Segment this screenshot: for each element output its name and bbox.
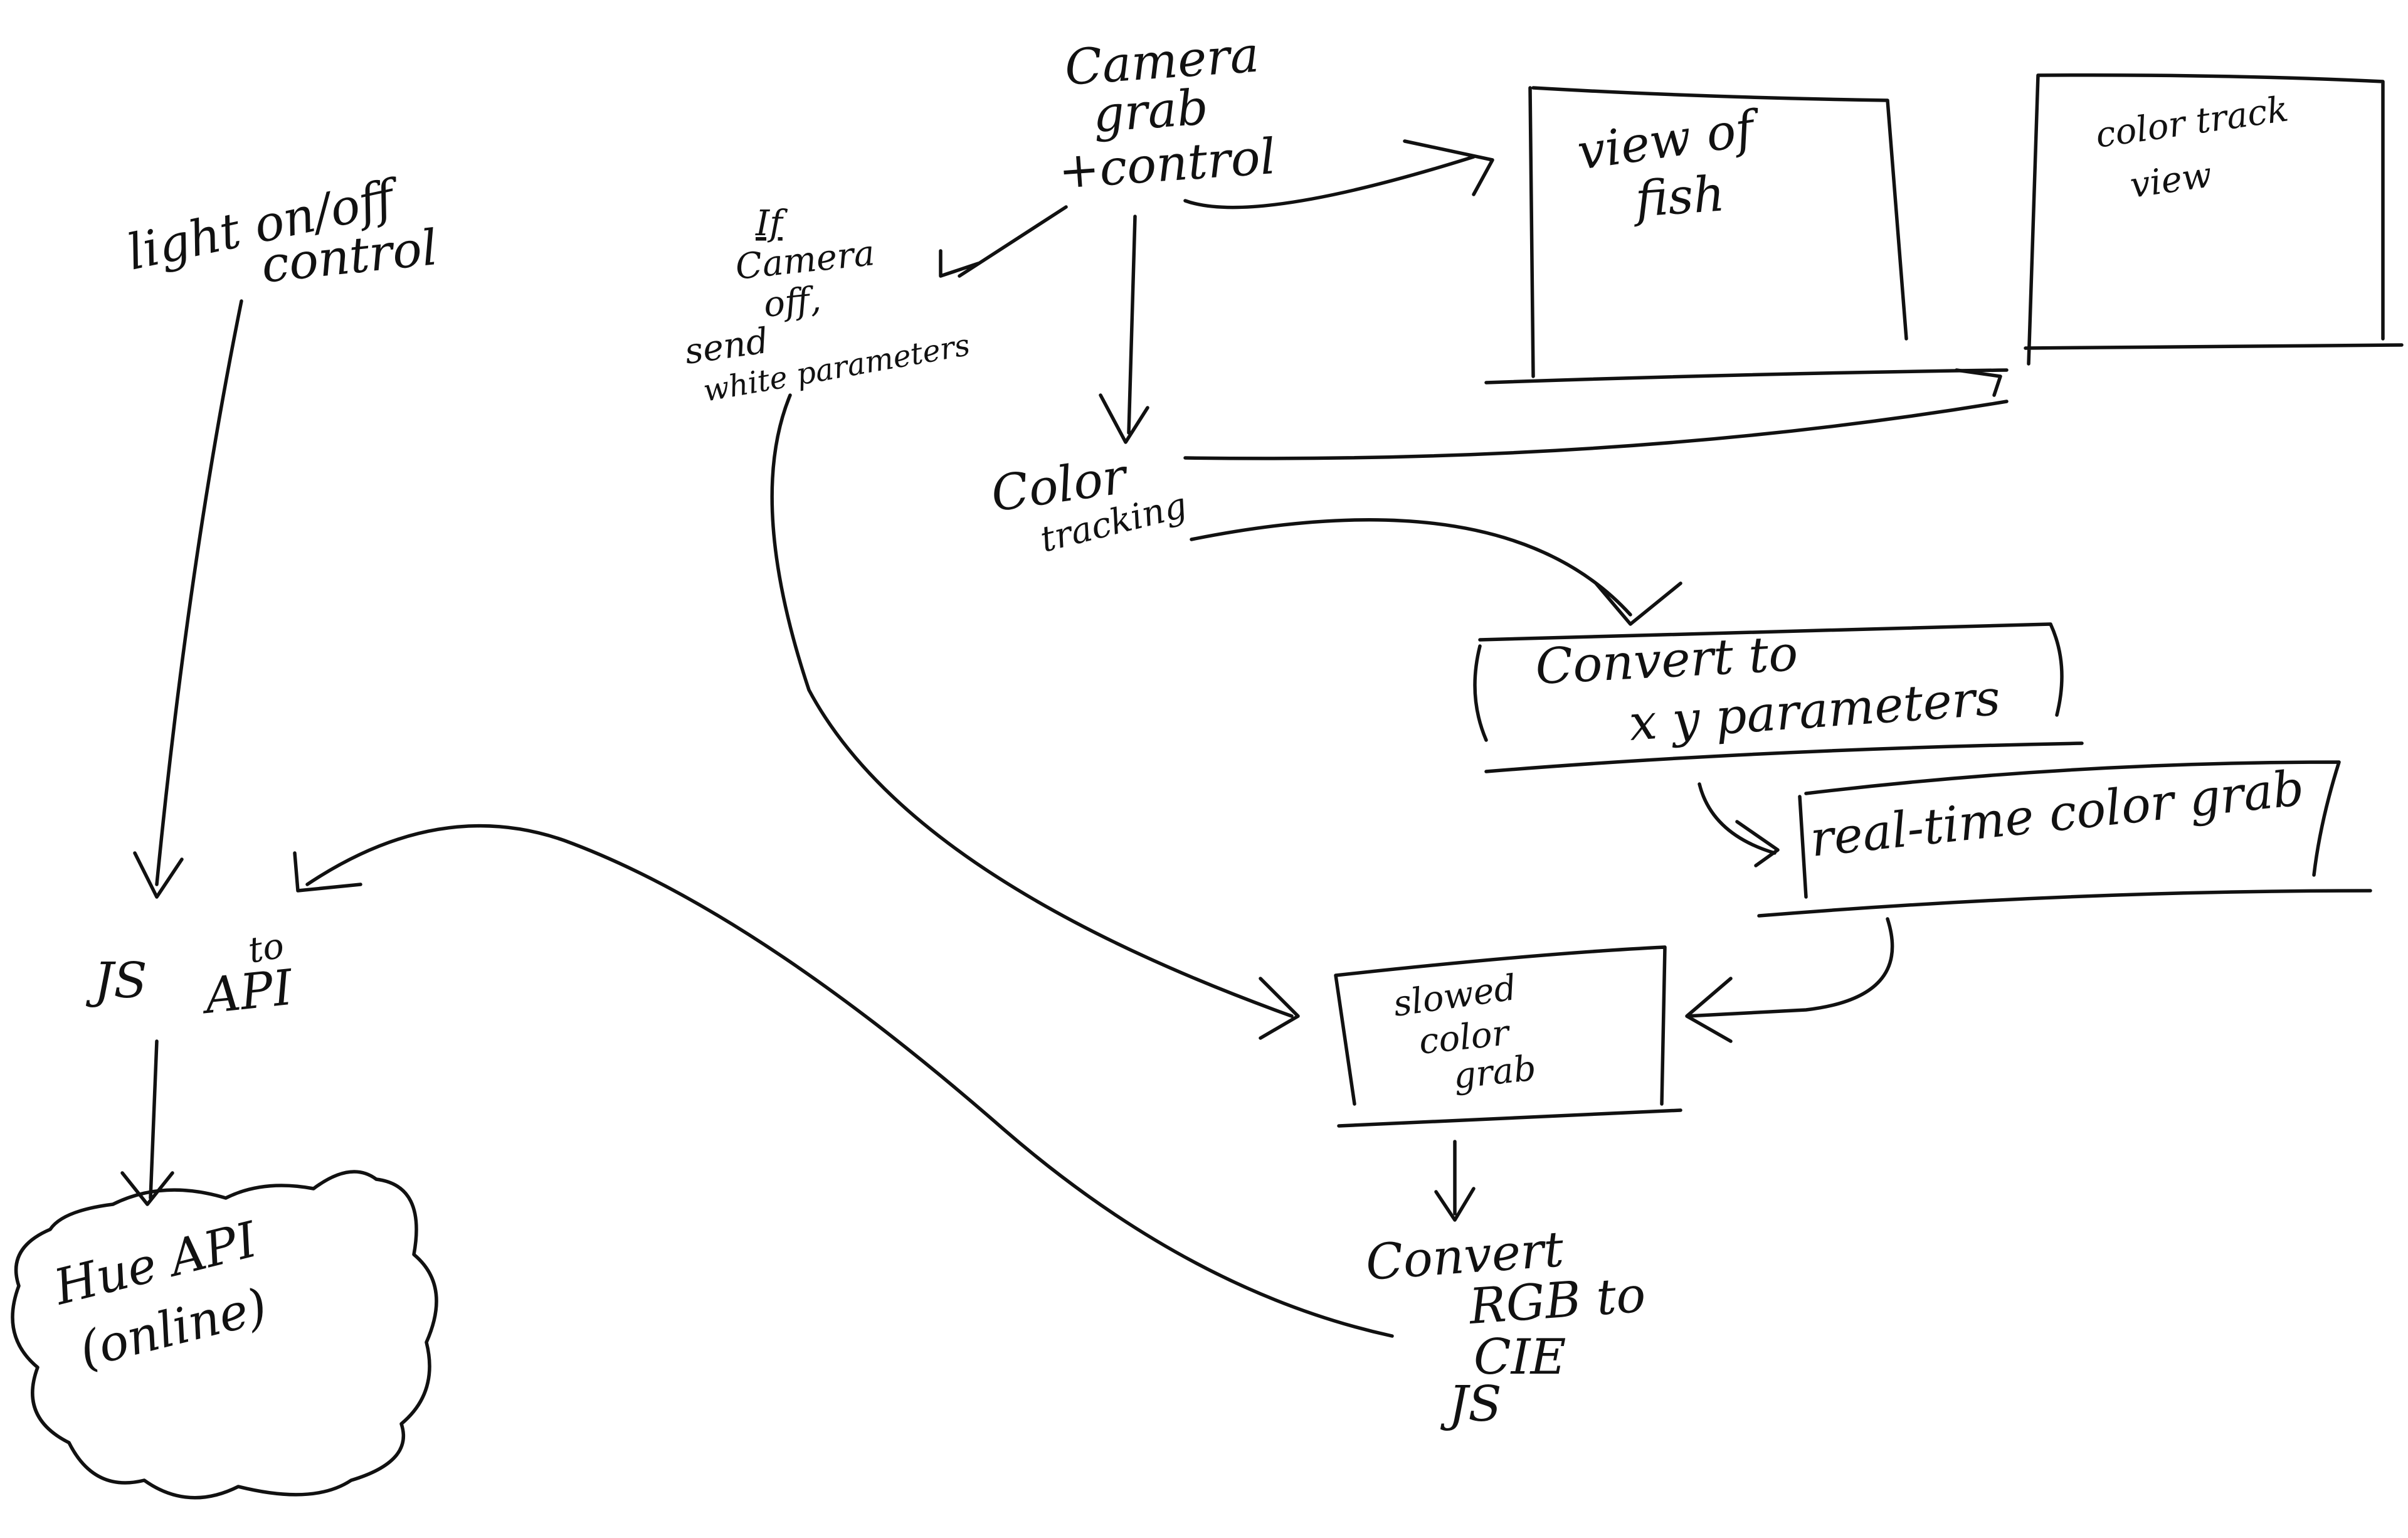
arrow-camera-to-view [1183, 139, 1494, 209]
svg-text:grab: grab [1091, 79, 1210, 144]
realtime-grab-label: real-time color grab [1808, 760, 2307, 868]
svg-text:color track: color track [2093, 88, 2291, 156]
svg-text:CIE: CIE [1474, 1329, 1566, 1386]
arrow-tracking-to-convert [1190, 518, 1682, 626]
svg-text:Convert to: Convert to [1534, 625, 1799, 696]
svg-text:+control: +control [1057, 129, 1277, 200]
color-track-view-box [2024, 73, 2404, 366]
arrow-if-to-slowed [770, 393, 1300, 1040]
light-control-label: light on/off control [122, 168, 440, 294]
if-camera-off-label: If Camera off, send white parameters [682, 203, 973, 409]
svg-text:Camera: Camera [734, 233, 877, 288]
svg-text:RGB to: RGB to [1466, 1267, 1647, 1336]
arrow-cie-to-api [293, 824, 1394, 1338]
svg-text:fish: fish [1630, 166, 1726, 228]
svg-text:Camera: Camera [1063, 27, 1261, 97]
svg-text:Convert: Convert [1364, 1221, 1566, 1291]
svg-text:JS: JS [85, 953, 147, 1009]
arrow-realtime-to-slowed [1685, 917, 1894, 1043]
convert-xy-label: Convert to x y parameters [1534, 625, 2002, 752]
arrow-convert-to-realtime [1698, 782, 1780, 867]
svg-text:real-time color grab: real-time color grab [1808, 760, 2307, 868]
slowed-grab-box [1334, 945, 1682, 1128]
svg-text:If: If [755, 203, 788, 244]
arrow-camera-to-tracking [1099, 215, 1149, 444]
svg-text:color: color [1417, 1012, 1513, 1063]
arrow-camera-to-if [939, 205, 1068, 278]
slowed-grab-label: slowed color grab [1391, 967, 1538, 1097]
svg-text:API: API [199, 960, 297, 1026]
camera-grab-label: Camera grab +control [1057, 27, 1277, 200]
hue-api-cloud [11, 1170, 438, 1500]
view-of-fish-box [1484, 86, 2009, 384]
svg-text:to: to [245, 925, 287, 972]
svg-text:grab: grab [1452, 1047, 1538, 1096]
hue-api-label: Hue API (online) [48, 1211, 273, 1379]
arrow-slowed-to-rgb [1434, 1140, 1476, 1222]
js-to-api-label: JS to API [85, 925, 297, 1026]
color-tracking-label: Color tracking [988, 448, 1191, 561]
svg-text:JS: JS [1440, 1376, 1502, 1433]
arrow-light-to-js [133, 299, 243, 899]
arrow-js-to-hue [120, 1039, 174, 1206]
svg-text:view: view [2128, 154, 2214, 206]
arrow-tracking-to-trackview [1183, 368, 2009, 460]
convert-xy-box [1473, 622, 2084, 773]
view-of-fish-label: view of fish [1574, 100, 1765, 229]
realtime-grab-box [1757, 760, 2372, 918]
convert-rgb-cie-label: Convert RGB to CIE JS [1364, 1221, 1647, 1433]
svg-text:off,: off, [762, 279, 823, 326]
color-track-view-label: color track view [2093, 88, 2291, 206]
